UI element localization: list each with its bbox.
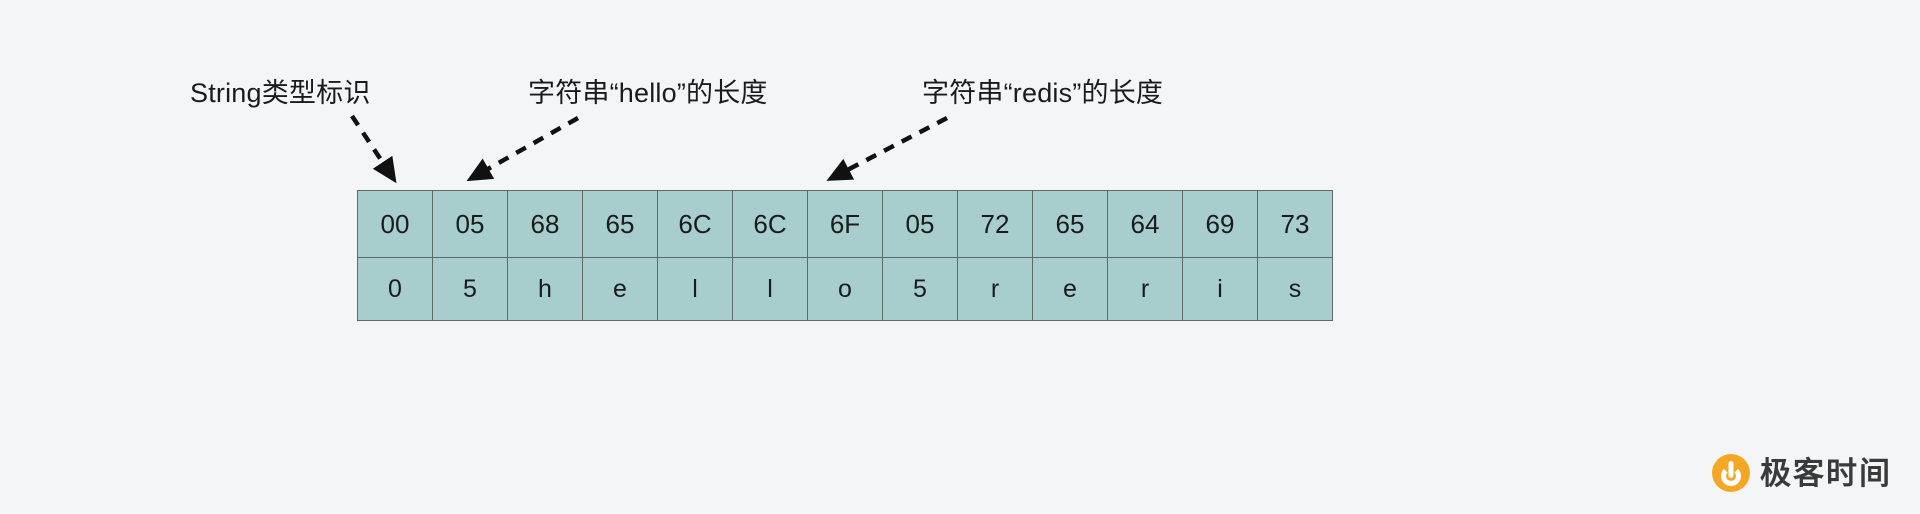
ascii-cell: r <box>1107 257 1183 321</box>
hex-cell: 69 <box>1182 190 1258 258</box>
annotation-label-string-type: String类型标识 <box>190 78 371 108</box>
ascii-cell: 5 <box>432 257 508 321</box>
hex-cell: 6C <box>732 190 808 258</box>
annotation-label-redis-length: 字符串“redis”的长度 <box>922 78 1164 108</box>
hex-cell: 72 <box>957 190 1033 258</box>
ascii-cell: e <box>582 257 658 321</box>
ascii-cell: l <box>732 257 808 321</box>
hex-cell: 64 <box>1107 190 1183 258</box>
ascii-cell: h <box>507 257 583 321</box>
hex-cell: 6C <box>657 190 733 258</box>
ascii-cell: o <box>807 257 883 321</box>
arrow-hello-length <box>466 116 580 182</box>
ascii-cell: 0 <box>357 257 433 321</box>
ascii-cell: 5 <box>882 257 958 321</box>
byte-table-body: 00 05 68 65 6C 6C 6F 05 72 65 64 69 73 0… <box>357 190 1333 321</box>
ascii-cell: s <box>1257 257 1333 321</box>
table-row-ascii: 0 5 h e l l o 5 r e r i s <box>357 257 1333 321</box>
hex-cell: 68 <box>507 190 583 258</box>
arrow-redis-length <box>826 116 949 181</box>
watermark: 极客时间 <box>1712 454 1892 492</box>
ascii-cell: r <box>957 257 1033 321</box>
hex-cell: 65 <box>1032 190 1108 258</box>
table-row-hex: 00 05 68 65 6C 6C 6F 05 72 65 64 69 73 <box>357 190 1333 258</box>
hex-cell: 73 <box>1257 190 1333 258</box>
ascii-cell: e <box>1032 257 1108 321</box>
hex-cell: 6F <box>807 190 883 258</box>
byte-layout-table: 00 05 68 65 6C 6C 6F 05 72 65 64 69 73 0… <box>357 190 1333 321</box>
hex-cell: 65 <box>582 190 658 258</box>
hex-cell: 05 <box>432 190 508 258</box>
geekbang-logo-icon <box>1712 454 1750 492</box>
watermark-text: 极客时间 <box>1760 455 1892 491</box>
ascii-cell: i <box>1182 257 1258 321</box>
arrow-string-type <box>350 114 397 184</box>
hex-cell: 05 <box>882 190 958 258</box>
hex-cell: 00 <box>357 190 433 258</box>
ascii-cell: l <box>657 257 733 321</box>
annotation-label-hello-length: 字符串“hello”的长度 <box>528 78 768 108</box>
